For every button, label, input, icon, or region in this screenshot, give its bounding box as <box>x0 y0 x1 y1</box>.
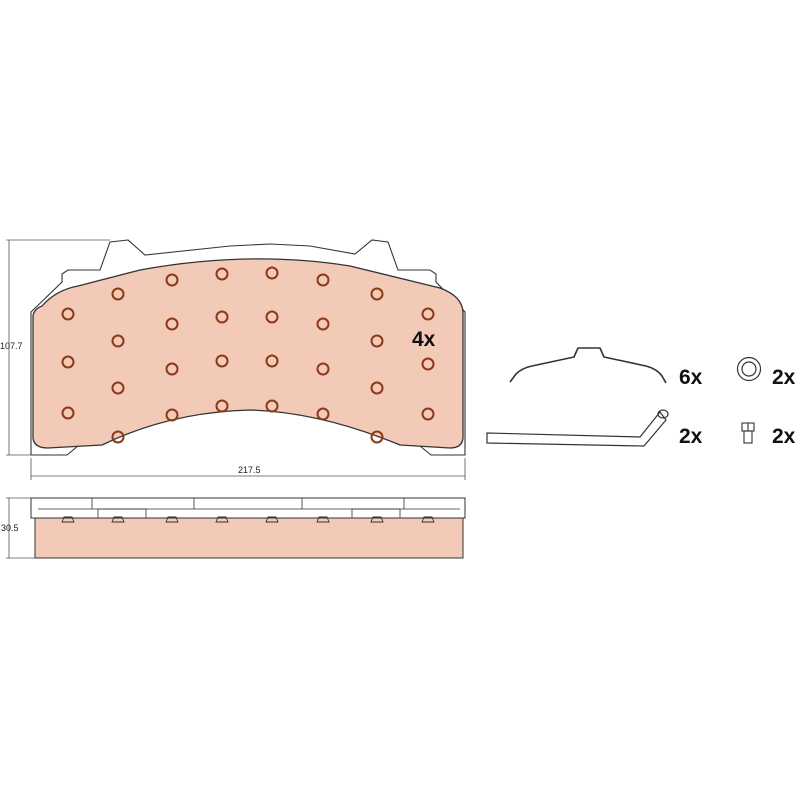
rivet <box>111 287 125 301</box>
side-rivet <box>165 516 179 523</box>
rivet <box>165 317 179 331</box>
side-rivet <box>316 516 330 523</box>
rivet <box>61 406 75 420</box>
side-friction-layer <box>34 517 464 559</box>
rivet <box>421 407 435 421</box>
thickness-dimension <box>6 497 35 559</box>
side-rivet-group <box>61 516 435 523</box>
rivet <box>316 317 330 331</box>
rivet <box>215 310 229 324</box>
height-dimension <box>6 239 110 456</box>
height-label: 107.7 <box>0 341 23 351</box>
pin-quantity-label: 2x <box>679 425 703 448</box>
retaining-pin-icon <box>486 409 669 447</box>
rivet <box>265 310 279 324</box>
ring-quantity-label: 2x <box>772 366 796 389</box>
rivet <box>215 267 229 281</box>
side-rivet <box>421 516 435 523</box>
ring-icon <box>736 356 762 382</box>
rivet <box>421 307 435 321</box>
spring-quantity-label: 6x <box>679 366 703 389</box>
width-label: 217.5 <box>238 465 261 475</box>
side-rivet <box>370 516 384 523</box>
rivet <box>265 266 279 280</box>
rivet <box>370 381 384 395</box>
rivet <box>265 399 279 413</box>
spring-clip-icon <box>509 347 667 384</box>
rivet <box>61 307 75 321</box>
side-view <box>30 497 466 559</box>
rivet <box>111 430 125 444</box>
rivet <box>165 408 179 422</box>
side-rivet <box>265 516 279 523</box>
rivet <box>165 273 179 287</box>
rivet <box>111 334 125 348</box>
side-view-details <box>38 498 460 519</box>
rivet <box>165 362 179 376</box>
rivet <box>316 362 330 376</box>
bolt-quantity-label: 2x <box>772 425 796 448</box>
rivet <box>111 381 125 395</box>
pad-quantity-label: 4x <box>412 328 436 351</box>
rivet <box>215 354 229 368</box>
side-rivet <box>111 516 125 523</box>
thickness-label: 30.5 <box>1 523 19 533</box>
rivet <box>370 287 384 301</box>
rivet <box>316 407 330 421</box>
side-rivet <box>61 516 75 523</box>
side-rivet <box>215 516 229 523</box>
rivet <box>316 273 330 287</box>
rivet <box>370 334 384 348</box>
rivet <box>265 354 279 368</box>
friction-pad <box>32 258 464 449</box>
rivet <box>421 357 435 371</box>
rivet <box>370 430 384 444</box>
rivet-group <box>61 266 435 444</box>
bolt-icon <box>741 422 755 444</box>
rivet <box>215 399 229 413</box>
rivet <box>61 355 75 369</box>
width-dimension <box>30 458 466 480</box>
